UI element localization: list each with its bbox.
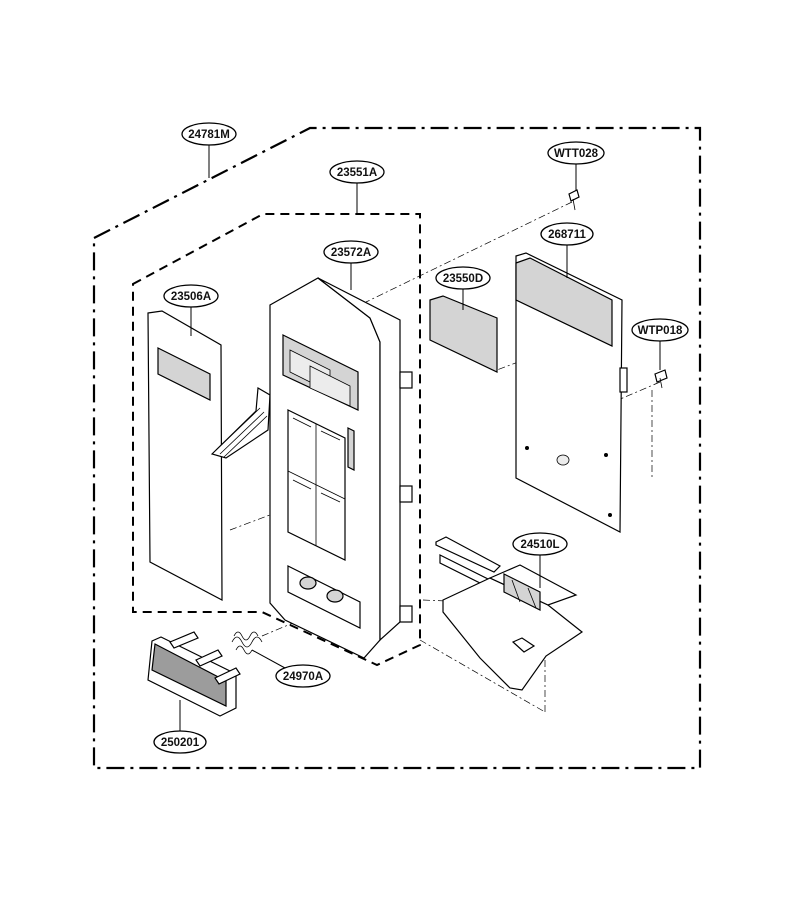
callout-WTT028: WTT028 — [547, 141, 605, 165]
callout-24510L: 24510L — [512, 532, 568, 556]
part-number-250201: 250201 — [161, 737, 200, 749]
leader-lines — [179, 145, 661, 731]
part-number-WTT028: WTT028 — [554, 148, 599, 160]
part-number-23550D: 23550D — [443, 273, 483, 285]
membrane-keypad-part — [147, 310, 271, 601]
callout-24781M: 24781M — [181, 122, 237, 146]
push-button-part — [147, 631, 241, 717]
callout-23551A: 23551A — [329, 160, 385, 184]
callout-WTP018: WTP018 — [631, 318, 689, 342]
outer-assembly-boundary — [92, 126, 702, 770]
callout-23506A: 23506A — [163, 284, 219, 308]
part-number-23506A: 23506A — [171, 291, 211, 303]
part-number-23572A: 23572A — [331, 247, 371, 259]
part-number-24781M: 24781M — [188, 129, 230, 141]
callout-23550D: 23550D — [435, 266, 491, 290]
latch-interlock-part — [435, 536, 584, 691]
callout-250201: 250201 — [153, 730, 207, 754]
pcb-assembly-part — [515, 252, 628, 533]
callout-24970A: 24970A — [275, 664, 331, 688]
window-sheet-part — [429, 295, 498, 373]
screw-wtp018-part — [654, 369, 668, 389]
part-number-24970A: 24970A — [283, 671, 323, 683]
screw-wtt028-part — [568, 189, 580, 211]
part-number-23551A: 23551A — [337, 167, 377, 179]
inner-assembly-boundary — [132, 213, 421, 667]
spring-part — [231, 631, 263, 655]
callout-23572A: 23572A — [323, 240, 379, 264]
part-number-24510L: 24510L — [520, 539, 559, 551]
part-number-268711: 268711 — [548, 229, 586, 241]
control-panel-frame-part — [269, 277, 413, 659]
part-number-WTP018: WTP018 — [638, 325, 683, 337]
callout-268711: 268711 — [540, 222, 594, 246]
